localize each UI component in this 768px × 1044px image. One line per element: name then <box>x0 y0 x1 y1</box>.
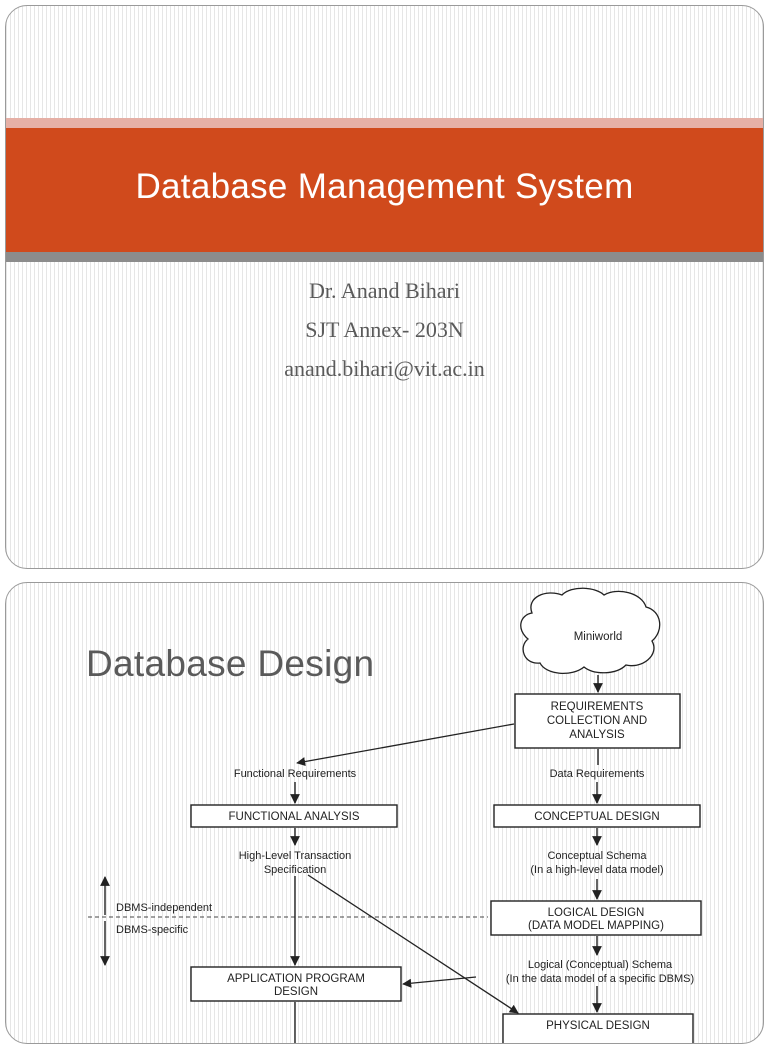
requirements-box <box>514 693 681 749</box>
accent-band-bottom <box>6 252 763 262</box>
author-name: Dr. Anand Bihari <box>309 278 460 303</box>
miniworld-label: Miniworld <box>574 631 623 643</box>
requirements-line-1: REQUIREMENTS <box>551 701 644 713</box>
application-program-design-box <box>190 966 402 1002</box>
conceptual-design-box <box>493 804 701 828</box>
database-design-diagram: Miniworld REQUIREMENTS COLLECTION AND AN… <box>88 587 702 1043</box>
logical-design-line-2: (DATA MODEL MAPPING) <box>528 920 664 932</box>
title-slide: Database Management System Dr. Anand Bih… <box>5 5 764 569</box>
conceptual-schema-line-1: Conceptual Schema <box>547 850 647 862</box>
functional-requirements-label: Functional Requirements <box>234 768 357 780</box>
conceptual-schema-line-2: (In a high-level data model) <box>530 864 663 876</box>
functional-analysis-label: FUNCTIONAL ANALYSIS <box>228 811 359 823</box>
content-slide: Database Design Miniworld REQUIREMENTS C… <box>5 582 764 1044</box>
high-level-spec-line-1: High-Level Transaction <box>239 850 352 862</box>
physical-design-label: PHYSICAL DESIGN <box>546 1020 650 1032</box>
application-program-design-line-2: DESIGN <box>274 986 318 998</box>
title-band <box>6 128 763 252</box>
functional-analysis-box <box>190 804 398 828</box>
application-program-design-line-1: APPLICATION PROGRAM <box>227 973 365 985</box>
dbms-specific-label: DBMS-specific <box>116 924 189 936</box>
logical-schema-line-2: (In the data model of a specific DBMS) <box>506 973 694 985</box>
logical-design-line-1: LOGICAL DESIGN <box>548 907 645 919</box>
logical-design-box <box>490 900 702 936</box>
high-level-spec-line-2: Specification <box>264 864 326 876</box>
requirements-line-2: COLLECTION AND <box>547 715 647 727</box>
slide-title: Database Management System <box>135 167 634 206</box>
dbms-independent-label: DBMS-independent <box>116 902 212 914</box>
slide-title: Database Design <box>86 643 375 684</box>
requirements-line-3: ANALYSIS <box>569 729 625 741</box>
accent-band-top <box>6 118 763 128</box>
office-location: SJT Annex- 203N <box>305 317 464 342</box>
conceptual-design-label: CONCEPTUAL DESIGN <box>534 811 659 823</box>
author-email: anand.bihari@vit.ac.in <box>284 356 485 381</box>
logical-schema-line-1: Logical (Conceptual) Schema <box>528 959 673 971</box>
data-requirements-label: Data Requirements <box>550 768 645 780</box>
miniworld-cloud <box>520 587 661 674</box>
